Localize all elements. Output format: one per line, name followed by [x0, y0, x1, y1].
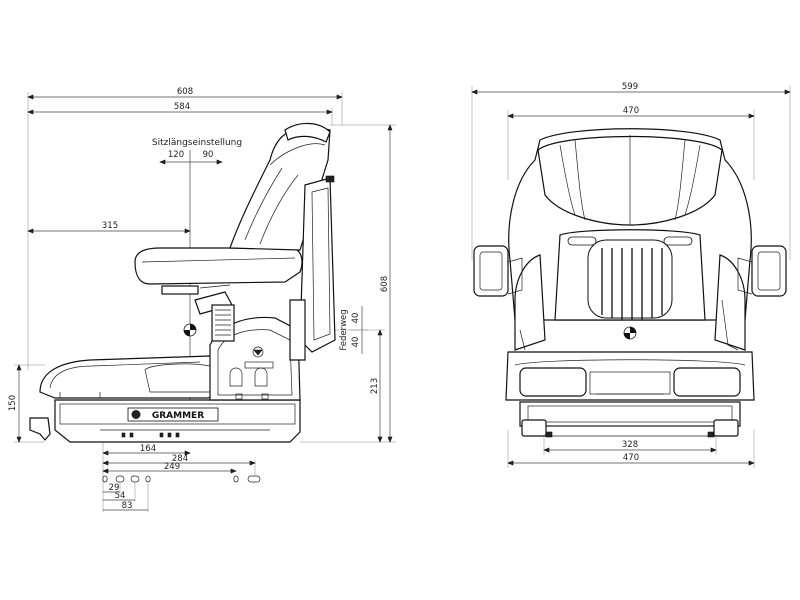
dim-328-label: 328 [622, 440, 638, 450]
suspension-value-b: 40 [351, 337, 361, 348]
front-view: 599 470 328 470 [471, 82, 791, 468]
seat-adjust-label: Sitzlängseinstellung [152, 138, 242, 148]
dim-164-label: 164 [140, 444, 156, 454]
dim-249-label: 249 [164, 462, 180, 472]
h-point-marker-front [623, 326, 637, 340]
dim-83-label: 83 [122, 501, 133, 511]
seat-adjust-forward: 90 [203, 150, 214, 160]
h-point-marker [183, 323, 197, 337]
dim-150-label: 150 [8, 395, 18, 411]
dim-315-label: 315 [102, 221, 118, 231]
dim-29-label: 29 [109, 483, 120, 493]
dim-584-label: 584 [174, 102, 190, 112]
seat-front-drawing [473, 128, 787, 438]
dim-608-label: 608 [177, 87, 193, 97]
brand-logo: GRAMMER [127, 407, 219, 422]
dim-470-bottom-label: 470 [623, 453, 639, 463]
suspension-label: Federweg [339, 309, 349, 350]
brand-text: GRAMMER [152, 411, 204, 421]
side-view: 608 584 315 Sitzlängseinstellung 120 90 … [8, 87, 396, 512]
dim-599-label: 599 [622, 82, 638, 92]
dim-54-label: 54 [115, 491, 126, 501]
dim-470-top-label: 470 [623, 106, 639, 116]
dim-284-label: 284 [172, 454, 188, 464]
dim-213-label: 213 [370, 378, 380, 394]
lumbar-grille [567, 236, 693, 320]
seat-adjust-back: 120 [168, 150, 184, 160]
mounting-holes [102, 475, 261, 483]
seat-side-drawing: GRAMMER [29, 122, 336, 443]
suspension-value-a: 40 [351, 313, 361, 324]
dim-608-vertical-label: 608 [380, 276, 390, 292]
